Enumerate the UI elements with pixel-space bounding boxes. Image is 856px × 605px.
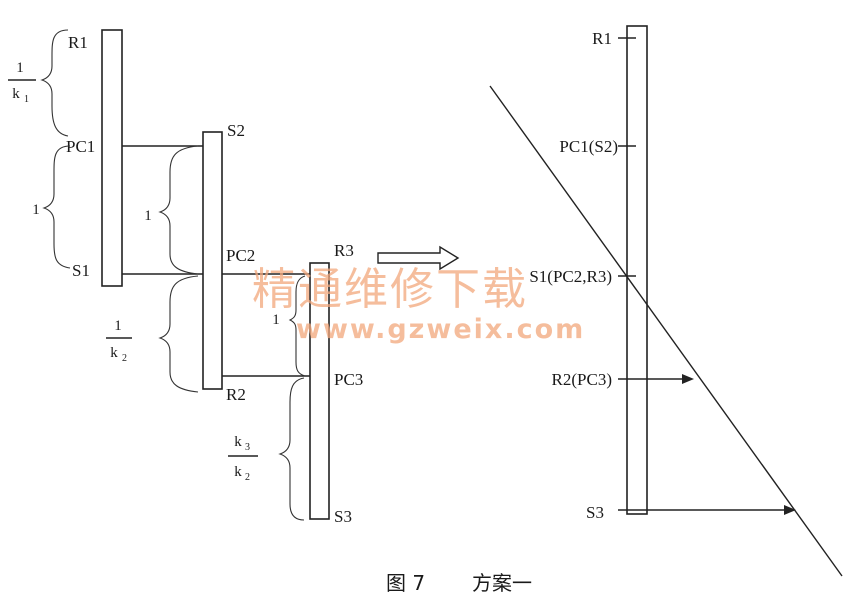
lever3-bar: [309, 262, 330, 520]
span-r1-pc1: 1 k 1: [8, 60, 36, 105]
frac-den-sub: 2: [245, 472, 250, 483]
label-right-s3: S3: [586, 503, 604, 522]
label-pc2: PC2: [226, 246, 255, 265]
lever2-bar: [202, 131, 223, 390]
label-s1: S1: [72, 261, 90, 280]
label-r1: R1: [68, 33, 88, 52]
frac-den: k: [12, 86, 20, 102]
label-right-r2pc3: R2(PC3): [552, 370, 612, 389]
frac-num-sub: 3: [245, 442, 250, 453]
label-r2: R2: [226, 385, 246, 404]
label-s2: S2: [227, 121, 245, 140]
span-s2-pc2: 1: [144, 208, 152, 224]
frac-den: k: [110, 345, 118, 361]
brace-s2-pc2: [158, 145, 199, 275]
combined-lever-bar: [626, 25, 648, 515]
brace-pc3-s3: [278, 377, 305, 521]
brace-pc1-s1: [42, 145, 71, 269]
transition-arrow-icon: [377, 245, 460, 271]
frac-num: 1: [114, 318, 122, 334]
frac-den: k: [234, 464, 242, 480]
span-pc3-s3: k 3 k 2: [228, 434, 258, 483]
lever1-bar: [101, 29, 123, 287]
label-right-s1pc2r3: S1(PC2,R3): [529, 267, 612, 286]
frac-num: 1: [16, 60, 24, 76]
frac-den-sub: 2: [122, 353, 127, 364]
label-s3: S3: [334, 507, 352, 526]
span-pc1-s1: 1: [32, 202, 40, 218]
frac-num: k: [234, 434, 242, 450]
caption-figure: 图 7: [386, 571, 425, 595]
span-pc2-r2: 1 k 2: [106, 318, 132, 364]
label-right-pc1s2: PC1(S2): [559, 137, 618, 156]
brace-r1-pc1: [40, 29, 69, 137]
label-r3: R3: [334, 241, 354, 260]
label-pc1: PC1: [66, 137, 95, 156]
brace-r3-pc3: [288, 275, 306, 377]
speed-line: [489, 85, 843, 577]
label-pc3: PC3: [334, 370, 363, 389]
span-r3-pc3: 1: [272, 312, 280, 328]
frac-den-sub: 1: [24, 94, 29, 105]
watermark-line2: www.gzweix.com: [296, 314, 585, 345]
arrowhead-r2-icon: [682, 374, 694, 384]
watermark-line1: 精通维修下载: [252, 264, 528, 315]
caption-title: 方案一: [472, 571, 532, 595]
brace-pc2-r2: [158, 275, 199, 393]
label-right-r1: R1: [592, 29, 612, 48]
arrowhead-s3-icon: [784, 505, 796, 515]
